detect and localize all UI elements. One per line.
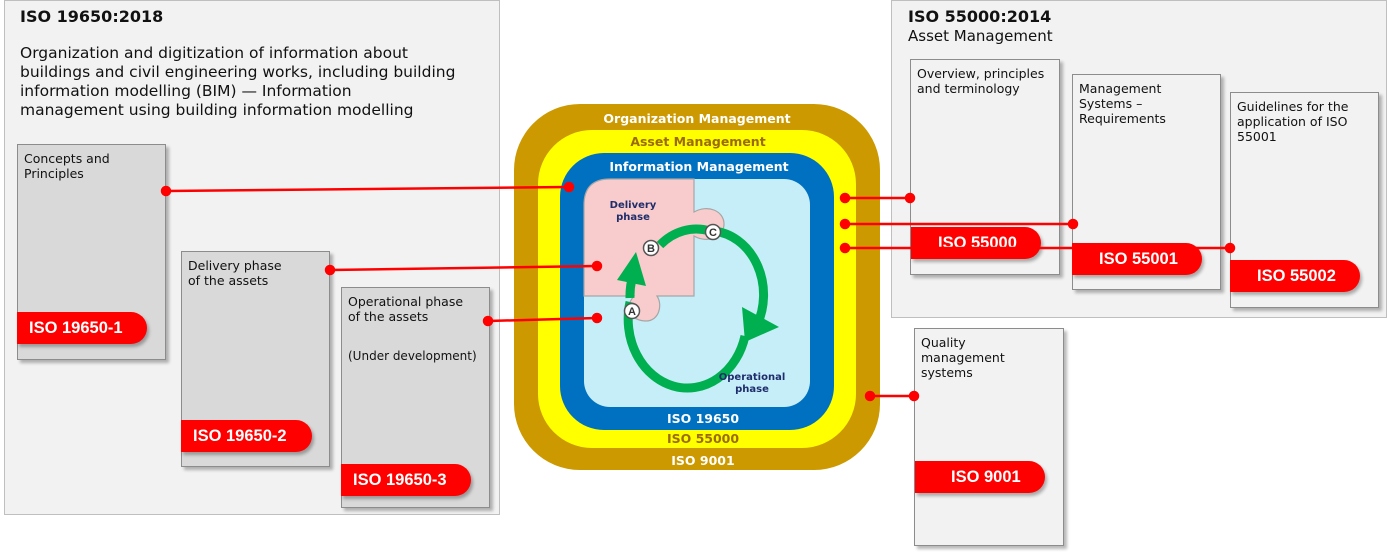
badge-iso-55000[interactable]: ISO 55000 (911, 227, 1041, 259)
iso-55000-subtitle: Asset Management (908, 27, 1053, 45)
lifecycle-arrow-head-left (617, 252, 646, 286)
card-concepts-principles-text: Concepts and Principles (24, 151, 110, 181)
badge-iso-19650-1[interactable]: ISO 19650-1 (17, 312, 147, 344)
card-guidelines-text: Guidelines for the application of ISO 55… (1237, 99, 1349, 144)
organization-management-label: Organization Management (603, 111, 790, 126)
connector-19650-2 (324, 260, 603, 276)
card-quality-management[interactable]: Quality management systems (914, 328, 1064, 546)
connector-55001 (839, 218, 1079, 230)
iso-19650-description: Organization and digitization of informa… (20, 44, 455, 120)
connector-55000 (839, 192, 916, 204)
iso-55000-title: ISO 55000:2014 (908, 7, 1052, 26)
lifecycle-arc-bottom (623, 301, 750, 393)
badge-iso-19650-2[interactable]: ISO 19650-2 (181, 420, 312, 452)
iso-19650-description-line-3: information modelling (BIM) — Informatio… (20, 82, 352, 100)
card-operational-phase-text: Operational phase of the assets (348, 294, 464, 324)
card-management-systems-text: Management Systems – Requirements (1079, 81, 1166, 126)
connector-55002 (839, 242, 1236, 254)
connector-19650-1 (160, 181, 575, 197)
badge-iso-55002[interactable]: ISO 55002 (1230, 260, 1360, 292)
iso-19650-description-line-2: buildings and civil engineering works, i… (20, 63, 456, 81)
iso-19650-description-line-4: management using building information mo… (20, 101, 414, 119)
marker-c-label: C (709, 227, 717, 239)
iso-55000-ring-label: ISO 55000 (667, 431, 739, 446)
iso-19650-title: ISO 19650:2018 (20, 7, 164, 26)
marker-b-label: B (647, 243, 655, 255)
badge-iso-9001[interactable]: ISO 9001 (915, 461, 1045, 493)
delivery-phase-label-1: Delivery (610, 200, 657, 211)
lifecycle-arrow-head-right (742, 307, 779, 342)
card-delivery-phase-text: Delivery phase of the assets (188, 258, 282, 288)
card-quality-management-text: Quality management systems (921, 335, 1005, 380)
asset-management-label: Asset Management (630, 134, 765, 149)
badge-iso-19650-3[interactable]: ISO 19650-3 (341, 464, 471, 496)
connector-9001 (864, 390, 920, 402)
connector-19650-3 (482, 312, 603, 327)
operational-phase-label-2: phase (735, 384, 769, 395)
marker-a[interactable]: A (623, 302, 641, 320)
marker-b[interactable]: B (642, 239, 660, 257)
operational-phase-label-1: Operational (719, 372, 786, 383)
iso-19650-ring-label: ISO 19650 (667, 411, 739, 426)
marker-c[interactable]: C (704, 223, 722, 241)
delivery-phase-label-2: phase (616, 212, 650, 223)
card-overview-principles-text: Overview, principles and terminology (917, 66, 1045, 96)
marker-a-label: A (628, 306, 636, 318)
iso-19650-description-line-1: Organization and digitization of informa… (20, 44, 409, 62)
information-management-label: Information Management (609, 159, 788, 174)
card-operational-phase-note: (Under development) (348, 349, 477, 363)
lifecycle-arc-right (713, 226, 769, 327)
iso-9001-ring-label: ISO 9001 (671, 453, 734, 468)
lifecycle-arc-top (656, 224, 712, 249)
